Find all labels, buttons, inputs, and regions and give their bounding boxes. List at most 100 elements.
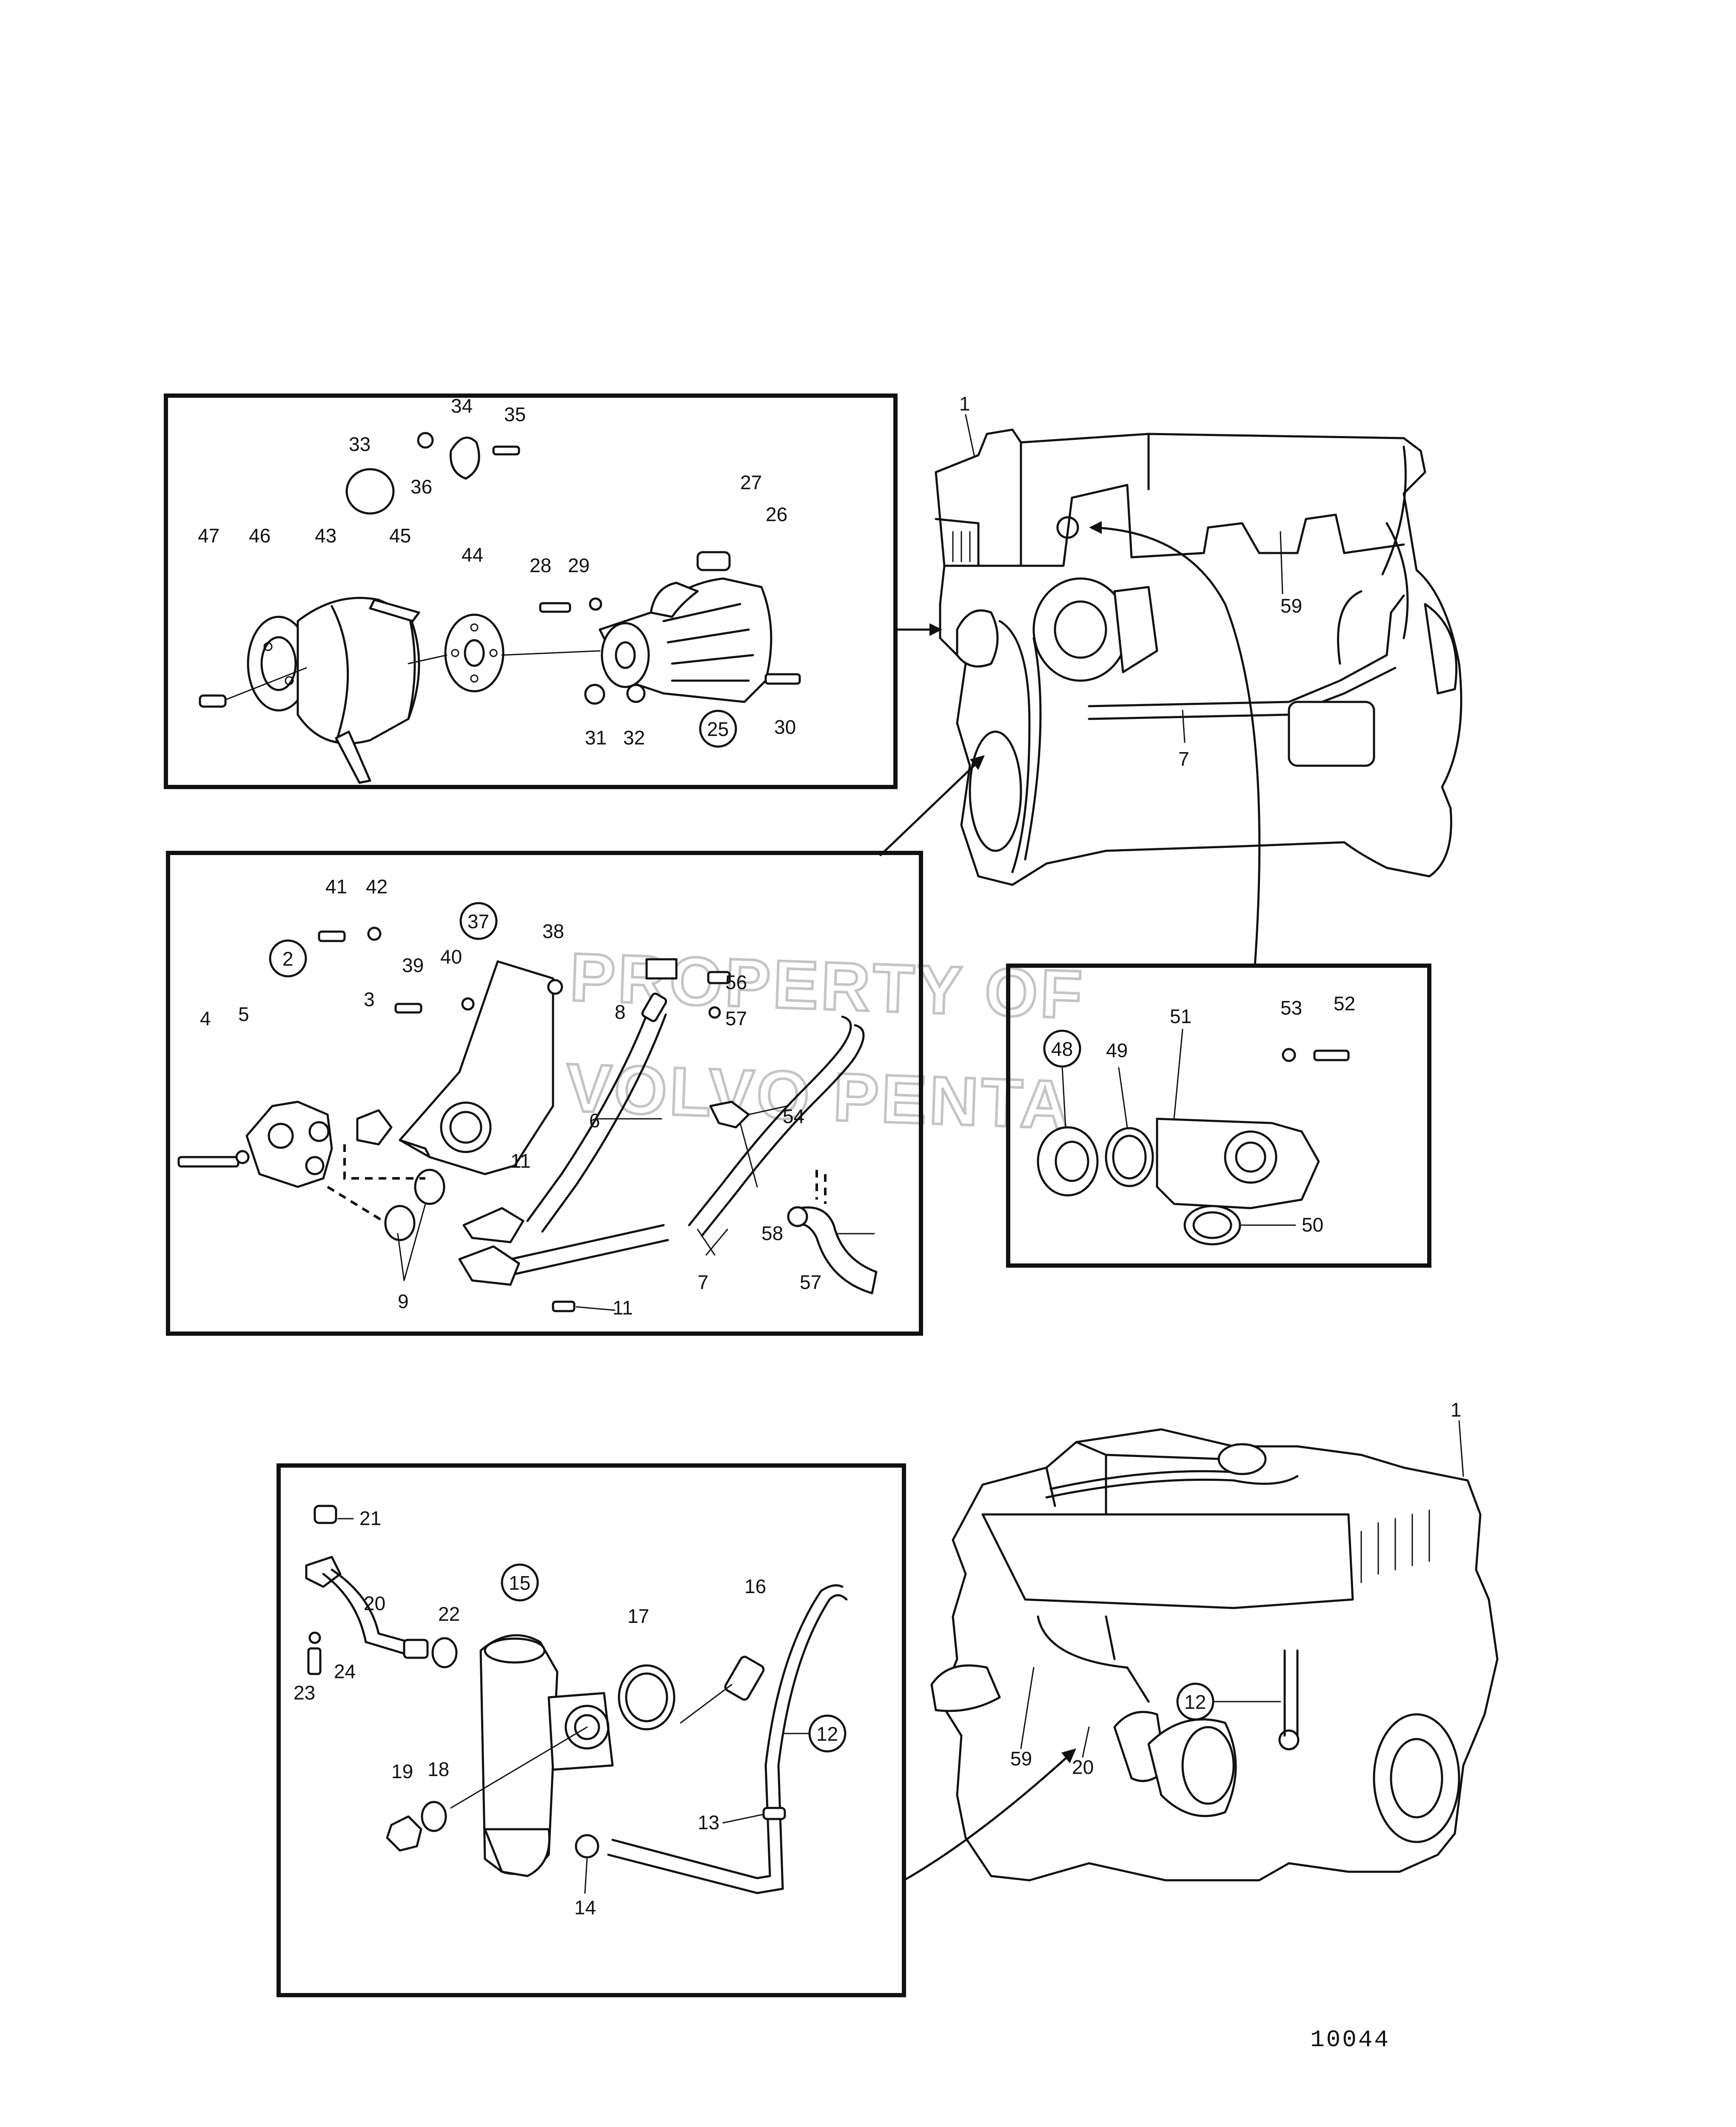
washer-29 [589,597,602,611]
callout-32: 32 [623,727,645,749]
callout-36: 36 [410,476,432,498]
washer-32 [626,684,646,703]
bolt-39 [394,1003,422,1014]
callout-engine-lower-12: 12 [1184,1691,1206,1713]
circle-15 [501,1563,539,1602]
hose-57 [794,1206,878,1294]
callout-22: 22 [438,1603,460,1625]
screw-35 [492,445,520,456]
callout-51: 51 [1170,1005,1192,1027]
callout-26: 26 [766,503,787,525]
plug-8 [645,958,678,980]
washer-18 [421,1801,447,1832]
connector-lines [879,521,1261,1882]
screw-23 [307,1647,322,1675]
water-pump-body [599,577,773,703]
sleeve-9b [384,1205,416,1241]
callout-33: 33 [349,433,371,455]
callout-29: 29 [568,554,590,576]
callout-57: 57 [800,1271,821,1293]
callout-44: 44 [462,544,483,566]
callout-56: 57 [725,1007,747,1029]
plug-33 [345,468,395,515]
callout-engine-lower-1: 1 [1451,1399,1462,1421]
panel-thermostat: 48 49 51 53 52 50 [1006,964,1431,1268]
bolt-46 [199,694,227,708]
callout-38: 38 [542,920,564,942]
callout-12: 12 [816,1723,838,1745]
flange-pipe [458,1245,520,1286]
panel-water-pump: 34 35 33 36 27 26 47 46 43 45 44 28 29 3… [164,393,898,789]
thermostat-48 [1037,1126,1099,1197]
arrow-head [929,623,942,636]
stud-30 [764,673,801,685]
callout-8: 8 [615,1001,626,1023]
cap-21 [314,1505,337,1524]
engine-view-upper: 1 59 7 [935,393,1462,886]
circle-25 [699,710,737,748]
panel-frame [277,1463,906,1997]
callout-6: 6 [589,1109,600,1132]
screw-55 [707,971,731,984]
drawing-number: 10044 [1310,2026,1390,2053]
cover-34 [449,436,480,480]
callout-47: 45 [389,525,411,547]
callout-55: 56 [725,971,747,993]
callout-13: 13 [698,1811,719,1833]
callout-25: 25 [707,718,729,740]
callout-40: 40 [440,946,462,968]
bolt-28 [539,602,571,613]
callout-14: 14 [574,1896,596,1919]
callout-42: 42 [366,875,388,898]
callout-45: 46 [249,525,271,547]
panel-oil-filter: 21 15 16 17 20 22 24 23 12 18 19 13 14 [277,1463,906,1997]
bracket-54 [709,1101,750,1129]
hose-6 [641,992,667,1022]
callout-31: 31 [585,727,607,749]
callout-53: 53 [1280,997,1302,1019]
callout-48: 48 [1051,1038,1073,1060]
callout-17: 17 [627,1605,649,1627]
callout-11: 11 [613,1297,633,1319]
washer-40 [461,997,475,1011]
pipe-assembly [458,958,865,1286]
knob-3 [356,1109,393,1146]
engine-fins [952,531,979,562]
callout-engine-upper-7: 7 [1178,748,1189,770]
engine-lower-fins [1360,1509,1430,1583]
callout-24: 24 [334,1660,356,1682]
bolt-11 [552,1300,576,1312]
circle-12 [808,1714,847,1753]
arrow-head [970,755,985,770]
nut-31 [584,684,605,705]
callout-engine-lower-20: 20 [1072,1756,1094,1778]
nut-36 [417,432,434,449]
callout-43: 43 [315,525,336,547]
callout-30: 30 [774,716,796,738]
callout-16: 16 [744,1575,766,1597]
panel-thermostat-housing: 41 42 37 38 2 39 40 4 5 3 8 56 57 6 54 1… [166,851,923,1336]
callout-7: 7 [698,1271,709,1293]
panel-frame [1006,964,1431,1268]
callout-23: 23 [294,1682,315,1704]
callout-50: 50 [1302,1214,1323,1236]
clamp-58 [787,1206,808,1227]
pulley-hub [247,616,311,712]
callout-52: 52 [1334,992,1355,1015]
thermostat-housing-2 [245,1101,333,1188]
callout-engine-upper-1: 1 [959,393,970,415]
callout-engine-upper-59: 59 [1280,595,1302,617]
callout-39: 39 [402,954,424,976]
panel-frame [166,851,923,1336]
nut-19 [386,1815,422,1852]
callout-5: 5 [238,1003,249,1025]
callout-9: 9 [398,1290,409,1312]
washer-14 [575,1834,599,1859]
belt-pulley [296,597,420,784]
callout-18: 18 [428,1758,449,1780]
callout-10: 11 [510,1150,531,1172]
callout-19: 19 [391,1760,413,1782]
bolt-4 [177,1156,239,1168]
sleeve-9a [414,1169,445,1205]
